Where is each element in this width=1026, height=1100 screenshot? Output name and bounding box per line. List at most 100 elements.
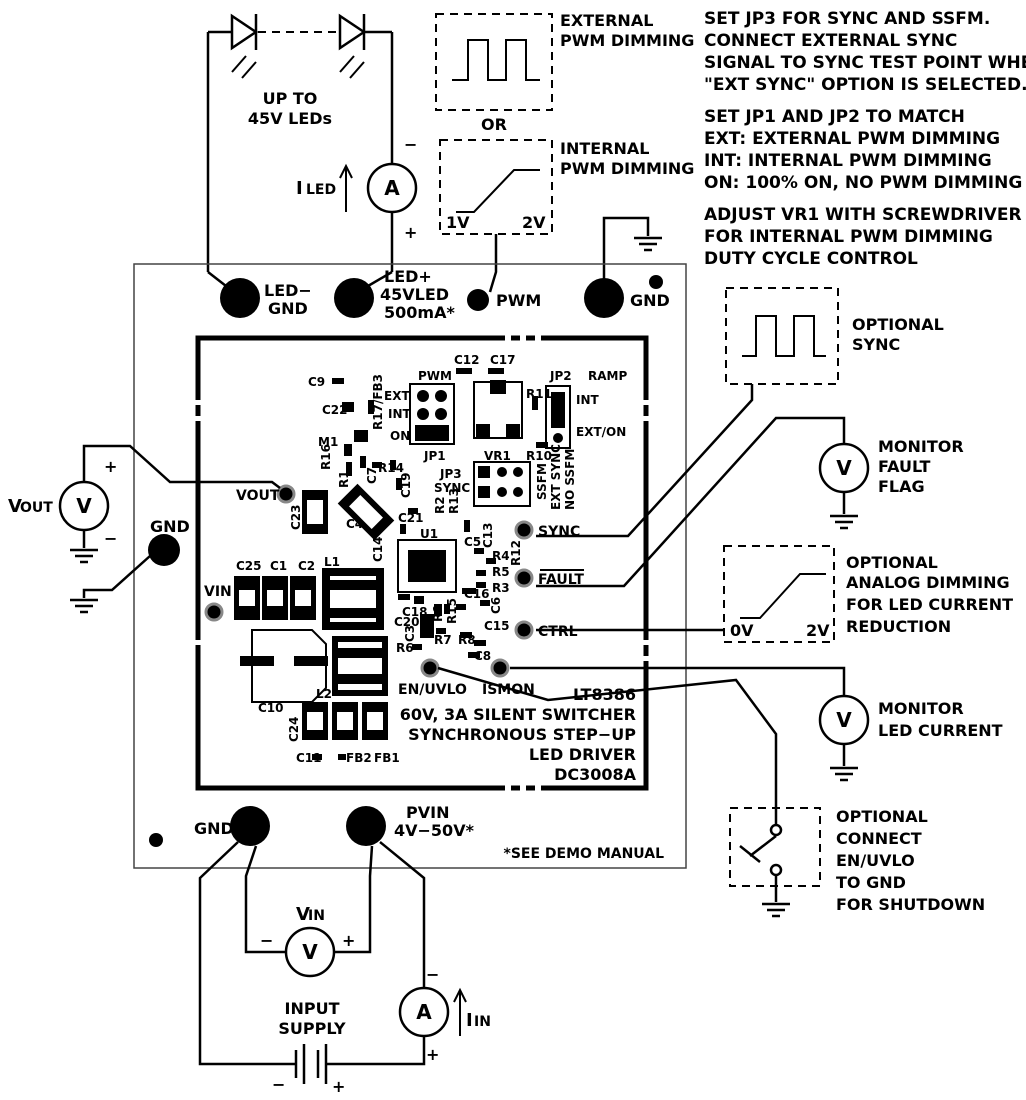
- ledcur-meter-line1: MONITOR: [878, 699, 964, 718]
- jp1-header: PWM EXT INT ON JP1: [384, 369, 455, 463]
- board-title-3: SYNCHRONOUS STEP−UP: [408, 725, 636, 744]
- jp1-label: JP1: [423, 449, 446, 463]
- led-gnd-terminal: [220, 278, 260, 318]
- analog-dimming-source: 0V 2V OPTIONAL ANALOG DIMMING FOR LED CU…: [536, 545, 1013, 643]
- analog-dim-high: 2V: [806, 621, 830, 640]
- jp1-opt-ext: EXT: [384, 389, 410, 403]
- vr1-potentiometer: VR1: [473, 380, 523, 463]
- ref-fb2: FB2: [346, 751, 372, 765]
- ref-c9: C9: [308, 375, 325, 389]
- jumper-note-line4: ON: 100% ON, NO PWM DIMMING: [704, 173, 1022, 193]
- pvin-label-2: 4V−50V*: [394, 821, 475, 840]
- gnd-bottom-terminal: [230, 806, 270, 846]
- ref-c8: C8: [474, 649, 491, 663]
- ref-u1: U1: [420, 527, 438, 541]
- sync-note-line1: SET JP3 FOR SYNC AND SSFM.: [704, 9, 990, 29]
- ref-fb1: FB1: [374, 751, 400, 765]
- l2-inductor: [332, 636, 388, 696]
- vr1-note-line3: DUTY CYCLE CONTROL: [704, 249, 918, 269]
- ref-r2: R2: [433, 496, 447, 514]
- pwm-label: PWM: [496, 291, 541, 310]
- pvin-terminal: [346, 806, 386, 846]
- small-components: [312, 368, 548, 760]
- output-capacitors: [302, 702, 388, 740]
- fault-flag-voltmeter: V MONITOR FAULT FLAG: [536, 416, 964, 588]
- vin-test-point: [204, 602, 224, 622]
- vin-minus: −: [260, 931, 273, 950]
- iled-label-main: I: [296, 178, 303, 199]
- external-pwm-line2: PWM DIMMING: [560, 31, 694, 50]
- ref-r1: R1: [337, 470, 351, 488]
- jp3-label-2: SYNC: [434, 481, 470, 495]
- ssfm-label-2: EXT SYNC: [549, 444, 563, 510]
- iin-meter-symbol: A: [416, 1000, 432, 1024]
- jp1-opt-on: ON: [390, 429, 410, 443]
- optional-sync-line2: SYNC: [852, 335, 900, 354]
- ref-c12: C12: [454, 353, 480, 367]
- fault-test-point: [514, 568, 534, 588]
- light-emission-icon: [231, 55, 365, 79]
- frame-gaps: [194, 334, 650, 792]
- fault-meter-line2: FAULT: [878, 457, 931, 476]
- board-title-5: DC3008A: [554, 765, 637, 784]
- internal-pwm-control: INTERNAL PWM DIMMING 1V 2V: [439, 139, 694, 293]
- input-supply-section: V V IN − + A − + I IN INPUT SUPPLY − +: [198, 841, 491, 1096]
- led-label-line1: UP TO: [263, 89, 318, 108]
- sync-note-line3: SIGNAL TO SYNC TEST POINT WHEN: [704, 53, 1026, 73]
- pwm-test-point: [467, 289, 489, 311]
- ref-r5: R5: [492, 565, 510, 579]
- vout-plus: +: [104, 457, 117, 476]
- ref-m1: M1: [318, 435, 338, 449]
- led-plus-label-1: LED+: [384, 267, 432, 286]
- iin-plus: +: [426, 1045, 439, 1064]
- gnd-left-label: GND: [150, 517, 190, 536]
- vr1-note-line1: ADJUST VR1 WITH SCREWDRIVER: [704, 205, 1022, 225]
- input-supply-line1: INPUT: [285, 999, 340, 1018]
- shutdown-line1: OPTIONAL: [836, 807, 928, 826]
- led-label-line2: 45V LEDs: [248, 109, 332, 128]
- led-plus-label-3: 500mA*: [384, 303, 455, 322]
- jp3-label-1: JP3: [439, 467, 462, 481]
- ref-c3: C3: [403, 625, 417, 642]
- iin-ammeter: [398, 986, 450, 1038]
- ref-c11: C11: [296, 751, 322, 765]
- ref-c13: C13: [481, 522, 495, 548]
- analog-dim-line4: REDUCTION: [846, 617, 951, 636]
- board-title-4: LED DRIVER: [529, 745, 636, 764]
- ismon-test-point: [490, 658, 510, 678]
- gnd-bottom-label: GND: [194, 819, 234, 838]
- ref-r15: R15: [445, 598, 459, 624]
- left-gnd-wire: [70, 555, 151, 614]
- led-gnd-label-1: LED−: [264, 281, 312, 300]
- ref-c23: C23: [289, 504, 303, 530]
- shutdown-line4: TO GND: [836, 873, 906, 892]
- jp2-label: JP2: [549, 369, 572, 383]
- ref-c10: C10: [258, 701, 284, 715]
- analog-dim-line2: ANALOG DIMMING: [846, 573, 1010, 592]
- iled-ammeter: A − + I LED: [296, 135, 417, 272]
- fault-meter-symbol: V: [836, 456, 852, 480]
- iled-meter-symbol: A: [384, 176, 400, 200]
- footnote: *SEE DEMO MANUAL: [504, 846, 665, 862]
- ref-r8: R8: [458, 633, 476, 647]
- ref-r11: R11: [526, 387, 552, 401]
- gnd-left-terminal: [148, 534, 180, 566]
- ref-c25: C25: [236, 559, 262, 573]
- vin-plus: +: [342, 931, 355, 950]
- jumper-note-line3: INT: INTERNAL PWM DIMMING: [704, 151, 992, 171]
- ref-l2: L2: [316, 687, 332, 701]
- led-plus-terminal: [334, 278, 374, 318]
- ramp-waveform-icon: [456, 169, 540, 213]
- led-diode-1-icon: [230, 13, 259, 51]
- ismon-tp-label: ISMON: [482, 682, 535, 698]
- iin-label-main: I: [466, 1010, 473, 1031]
- ref-c18: C18: [402, 605, 428, 619]
- c4-capacitor: [337, 483, 395, 541]
- en-uvlo-tp-label: EN/UVLO: [398, 682, 467, 698]
- sync-test-point: [514, 520, 534, 540]
- ref-c6: C6: [489, 597, 503, 614]
- led-current-voltmeter: V MONITOR LED CURRENT: [510, 666, 1003, 782]
- jumper-note-line2: EXT: EXTERNAL PWM DIMMING: [704, 129, 1000, 149]
- internal-pwm-line2: PWM DIMMING: [560, 159, 694, 178]
